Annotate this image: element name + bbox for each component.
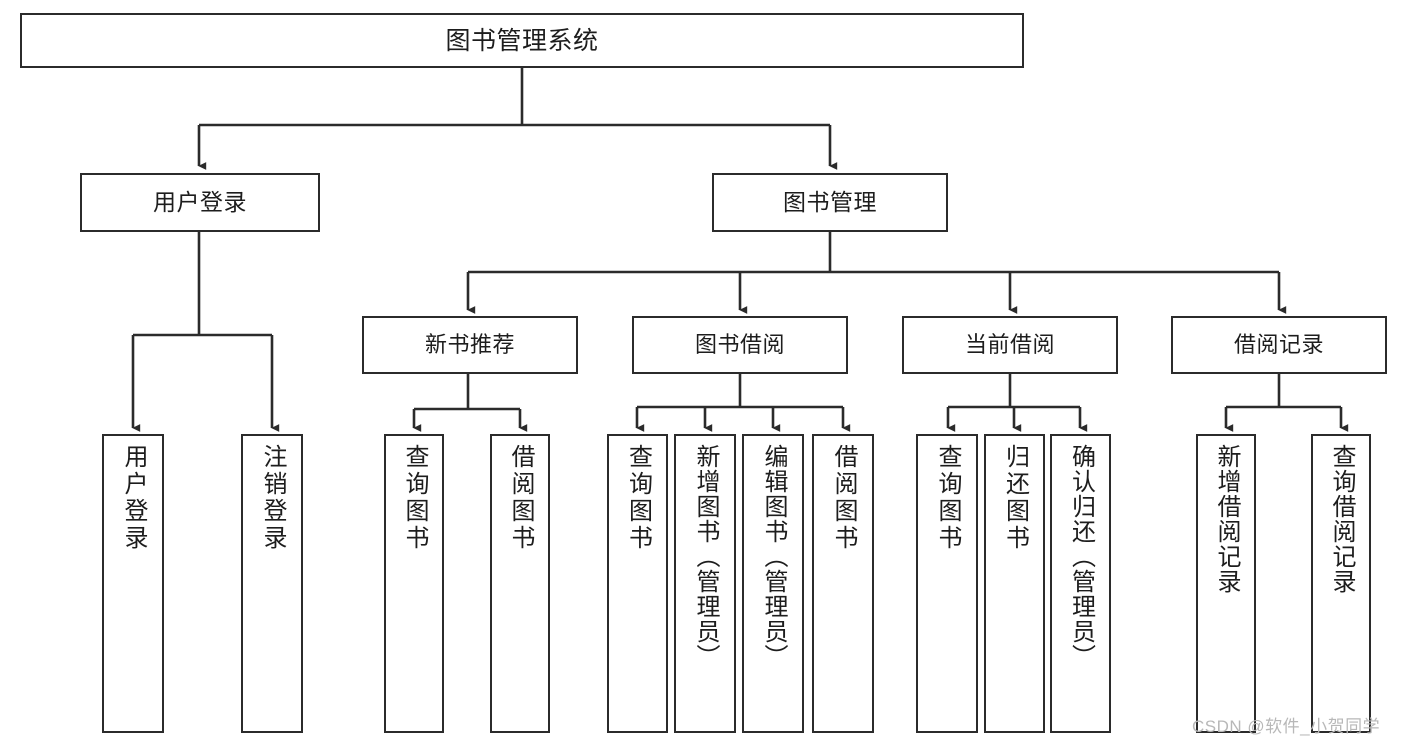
node-leaf-query-book-borrow-label: 查询图书 (624, 444, 652, 552)
node-leaf-return-book-label: 归还图书 (1001, 444, 1029, 552)
node-root-book-management-system[interactable]: 图书管理系统 (20, 13, 1024, 68)
node-book-management[interactable]: 图书管理 (712, 173, 948, 232)
node-current-borrow-label: 当前借阅 (964, 331, 1055, 357)
node-leaf-add-borrow-record[interactable]: 新增借阅记录 (1196, 434, 1256, 733)
node-leaf-add-borrow-record-label: 新增借阅记录 (1213, 444, 1240, 594)
node-leaf-query-borrow-record-label: 查询借阅记录 (1328, 444, 1355, 594)
node-leaf-confirm-return-admin[interactable]: 确认归还（管理员） (1050, 434, 1111, 733)
node-new-book-recommend[interactable]: 新书推荐 (362, 316, 578, 374)
node-borrow-record-label: 借阅记录 (1233, 331, 1324, 357)
node-current-borrow[interactable]: 当前借阅 (902, 316, 1118, 374)
node-user-login[interactable]: 用户登录 (80, 173, 320, 232)
node-book-management-label: 图书管理 (783, 188, 877, 215)
node-leaf-borrow-book-recommend[interactable]: 借阅图书 (490, 434, 550, 733)
node-leaf-add-book-admin[interactable]: 新增图书（管理员） (674, 434, 736, 733)
node-leaf-edit-book-admin-label: 编辑图书（管理员） (760, 444, 787, 669)
node-leaf-query-book-current-label: 查询图书 (934, 444, 961, 552)
node-leaf-edit-book-admin[interactable]: 编辑图书（管理员） (742, 434, 804, 733)
node-book-borrow[interactable]: 图书借阅 (632, 316, 848, 374)
node-user-login-label: 用户登录 (153, 188, 247, 215)
node-leaf-borrow-book-label: 借阅图书 (830, 444, 857, 552)
node-root-label: 图书管理系统 (445, 26, 599, 55)
node-leaf-logout[interactable]: 注销登录 (241, 434, 303, 733)
node-leaf-return-book[interactable]: 归还图书 (984, 434, 1045, 733)
node-leaf-borrow-book-recommend-label: 借阅图书 (507, 444, 534, 552)
node-leaf-confirm-return-admin-label: 确认归还（管理员） (1067, 444, 1095, 669)
node-leaf-user-login[interactable]: 用户登录 (102, 434, 164, 733)
node-new-book-recommend-label: 新书推荐 (424, 331, 515, 357)
node-leaf-query-book-recommend[interactable]: 查询图书 (384, 434, 444, 733)
node-leaf-user-login-label: 用户登录 (120, 444, 147, 552)
node-leaf-query-book-recommend-label: 查询图书 (401, 444, 428, 552)
node-book-borrow-label: 图书借阅 (694, 331, 785, 357)
node-leaf-query-borrow-record[interactable]: 查询借阅记录 (1311, 434, 1371, 733)
node-leaf-logout-label: 注销登录 (259, 444, 286, 552)
node-leaf-query-book-borrow[interactable]: 查询图书 (607, 434, 668, 733)
node-leaf-query-book-current[interactable]: 查询图书 (916, 434, 978, 733)
node-borrow-record[interactable]: 借阅记录 (1171, 316, 1387, 374)
csdn-watermark: CSDN @软件_小贺同学 (1192, 717, 1381, 736)
node-leaf-add-book-admin-label: 新增图书（管理员） (692, 444, 719, 669)
node-leaf-borrow-book[interactable]: 借阅图书 (812, 434, 874, 733)
